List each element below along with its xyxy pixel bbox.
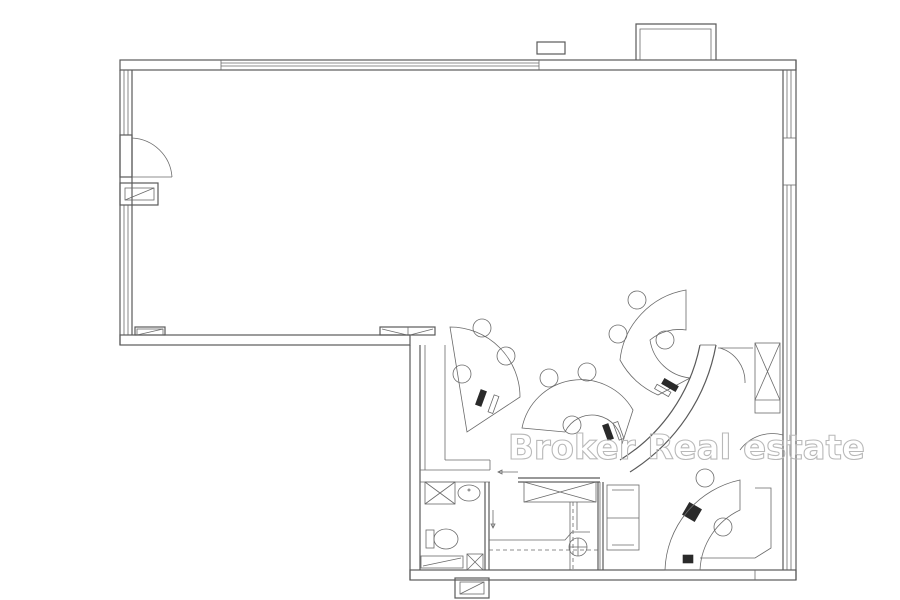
exterior-walls — [119, 59, 797, 581]
bottom-shaft — [454, 577, 490, 599]
private-office — [664, 433, 784, 571]
entrance-door — [119, 134, 173, 178]
office-desks — [449, 289, 781, 473]
service-shafts — [119, 182, 436, 336]
computers — [475, 377, 702, 564]
watermark: Broker Real estate — [507, 427, 865, 468]
roof-elements — [536, 23, 717, 60]
bathroom — [420, 481, 496, 571]
office-chairs — [452, 290, 733, 537]
lounge — [489, 481, 640, 570]
